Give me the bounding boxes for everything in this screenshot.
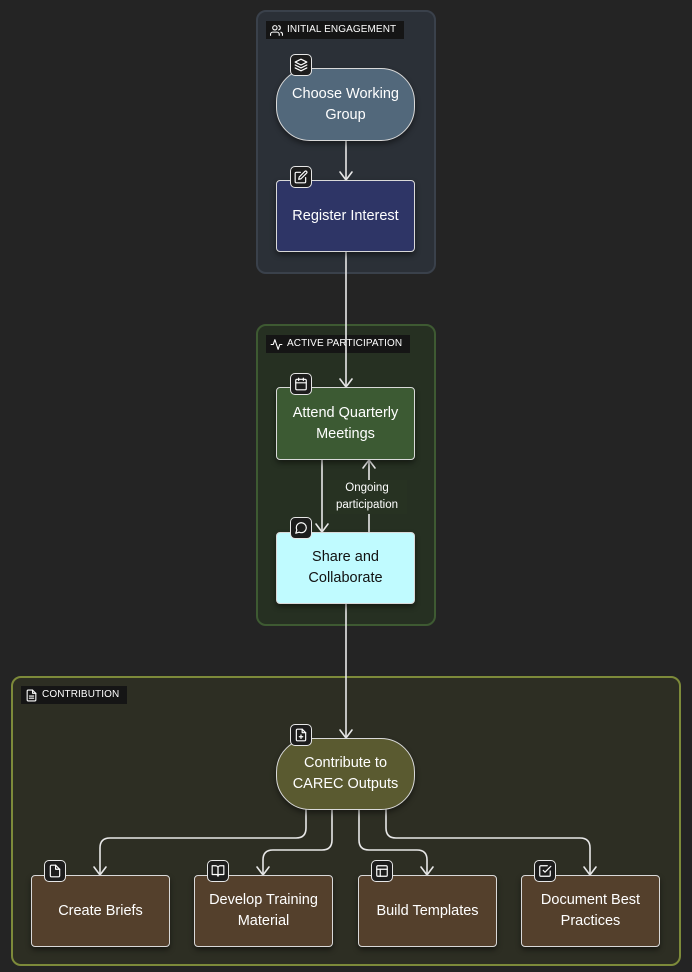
node-label: Create Briefs — [58, 902, 143, 919]
node-build-templates[interactable]: Build Templates — [358, 875, 497, 947]
node-icon-training — [207, 860, 229, 882]
node-share-and-collaborate[interactable]: Share and Collaborate — [276, 532, 415, 604]
node-icon-contribute — [290, 724, 312, 746]
node-contribute-carec-outputs[interactable]: Contribute to CAREC Outputs — [276, 738, 415, 810]
node-create-briefs[interactable]: Create Briefs — [31, 875, 170, 947]
group-title: CONTRIBUTION — [42, 689, 120, 700]
edit-icon — [294, 170, 308, 184]
node-label: Build Templates — [376, 902, 479, 919]
node-develop-training-material[interactable]: Develop Training Material — [194, 875, 333, 947]
group-label-active: ACTIVE PARTICIPATION — [266, 335, 411, 353]
edge-contribute-templates — [358, 809, 428, 876]
layers-icon — [294, 58, 308, 72]
calendar-icon — [295, 377, 307, 391]
node-attend-quarterly-meetings[interactable]: Attend Quarterly Meetings — [276, 387, 415, 460]
message-circle-icon — [295, 522, 307, 534]
users-icon — [270, 24, 283, 36]
file-plus-icon — [295, 728, 307, 742]
edge-contribute-training — [262, 809, 333, 876]
node-label: Share and Collaborate — [308, 549, 383, 586]
node-label: Register Interest — [292, 207, 399, 224]
group-label-initial: INITIAL ENGAGEMENT — [266, 21, 405, 39]
node-choose-working-group[interactable]: Choose Working Group — [276, 68, 415, 141]
node-register-interest[interactable]: Register Interest — [276, 180, 415, 252]
node-icon-attend — [290, 373, 312, 395]
group-title: ACTIVE PARTICIPATION — [287, 338, 403, 349]
node-label: Document Best Practices — [540, 892, 641, 929]
edge-contribute-practices — [385, 809, 591, 876]
activity-icon — [270, 338, 283, 350]
node-document-best-practices[interactable]: Document Best Practices — [521, 875, 660, 947]
node-icon-share — [290, 517, 312, 539]
check-square-icon — [539, 865, 552, 877]
edge-label-ongoing: Ongoing participation — [327, 480, 407, 514]
node-label: Develop Training Material — [209, 892, 318, 929]
node-icon-briefs — [44, 860, 66, 882]
node-icon-choose — [290, 54, 312, 76]
node-label: Attend Quarterly Meetings — [292, 404, 399, 442]
node-icon-templates — [371, 860, 393, 882]
node-label: Contribute to CAREC Outputs — [292, 755, 399, 792]
file-icon — [49, 864, 61, 878]
group-label-contribution: CONTRIBUTION — [21, 686, 128, 704]
node-icon-register — [290, 166, 312, 188]
node-label: Choose Working Group — [292, 85, 399, 123]
book-open-icon — [211, 865, 225, 877]
layout-icon — [376, 865, 388, 877]
edge-contribute-briefs — [99, 809, 307, 876]
node-icon-practices — [534, 860, 556, 882]
file-text-icon — [26, 689, 37, 701]
group-title: INITIAL ENGAGEMENT — [287, 24, 397, 35]
